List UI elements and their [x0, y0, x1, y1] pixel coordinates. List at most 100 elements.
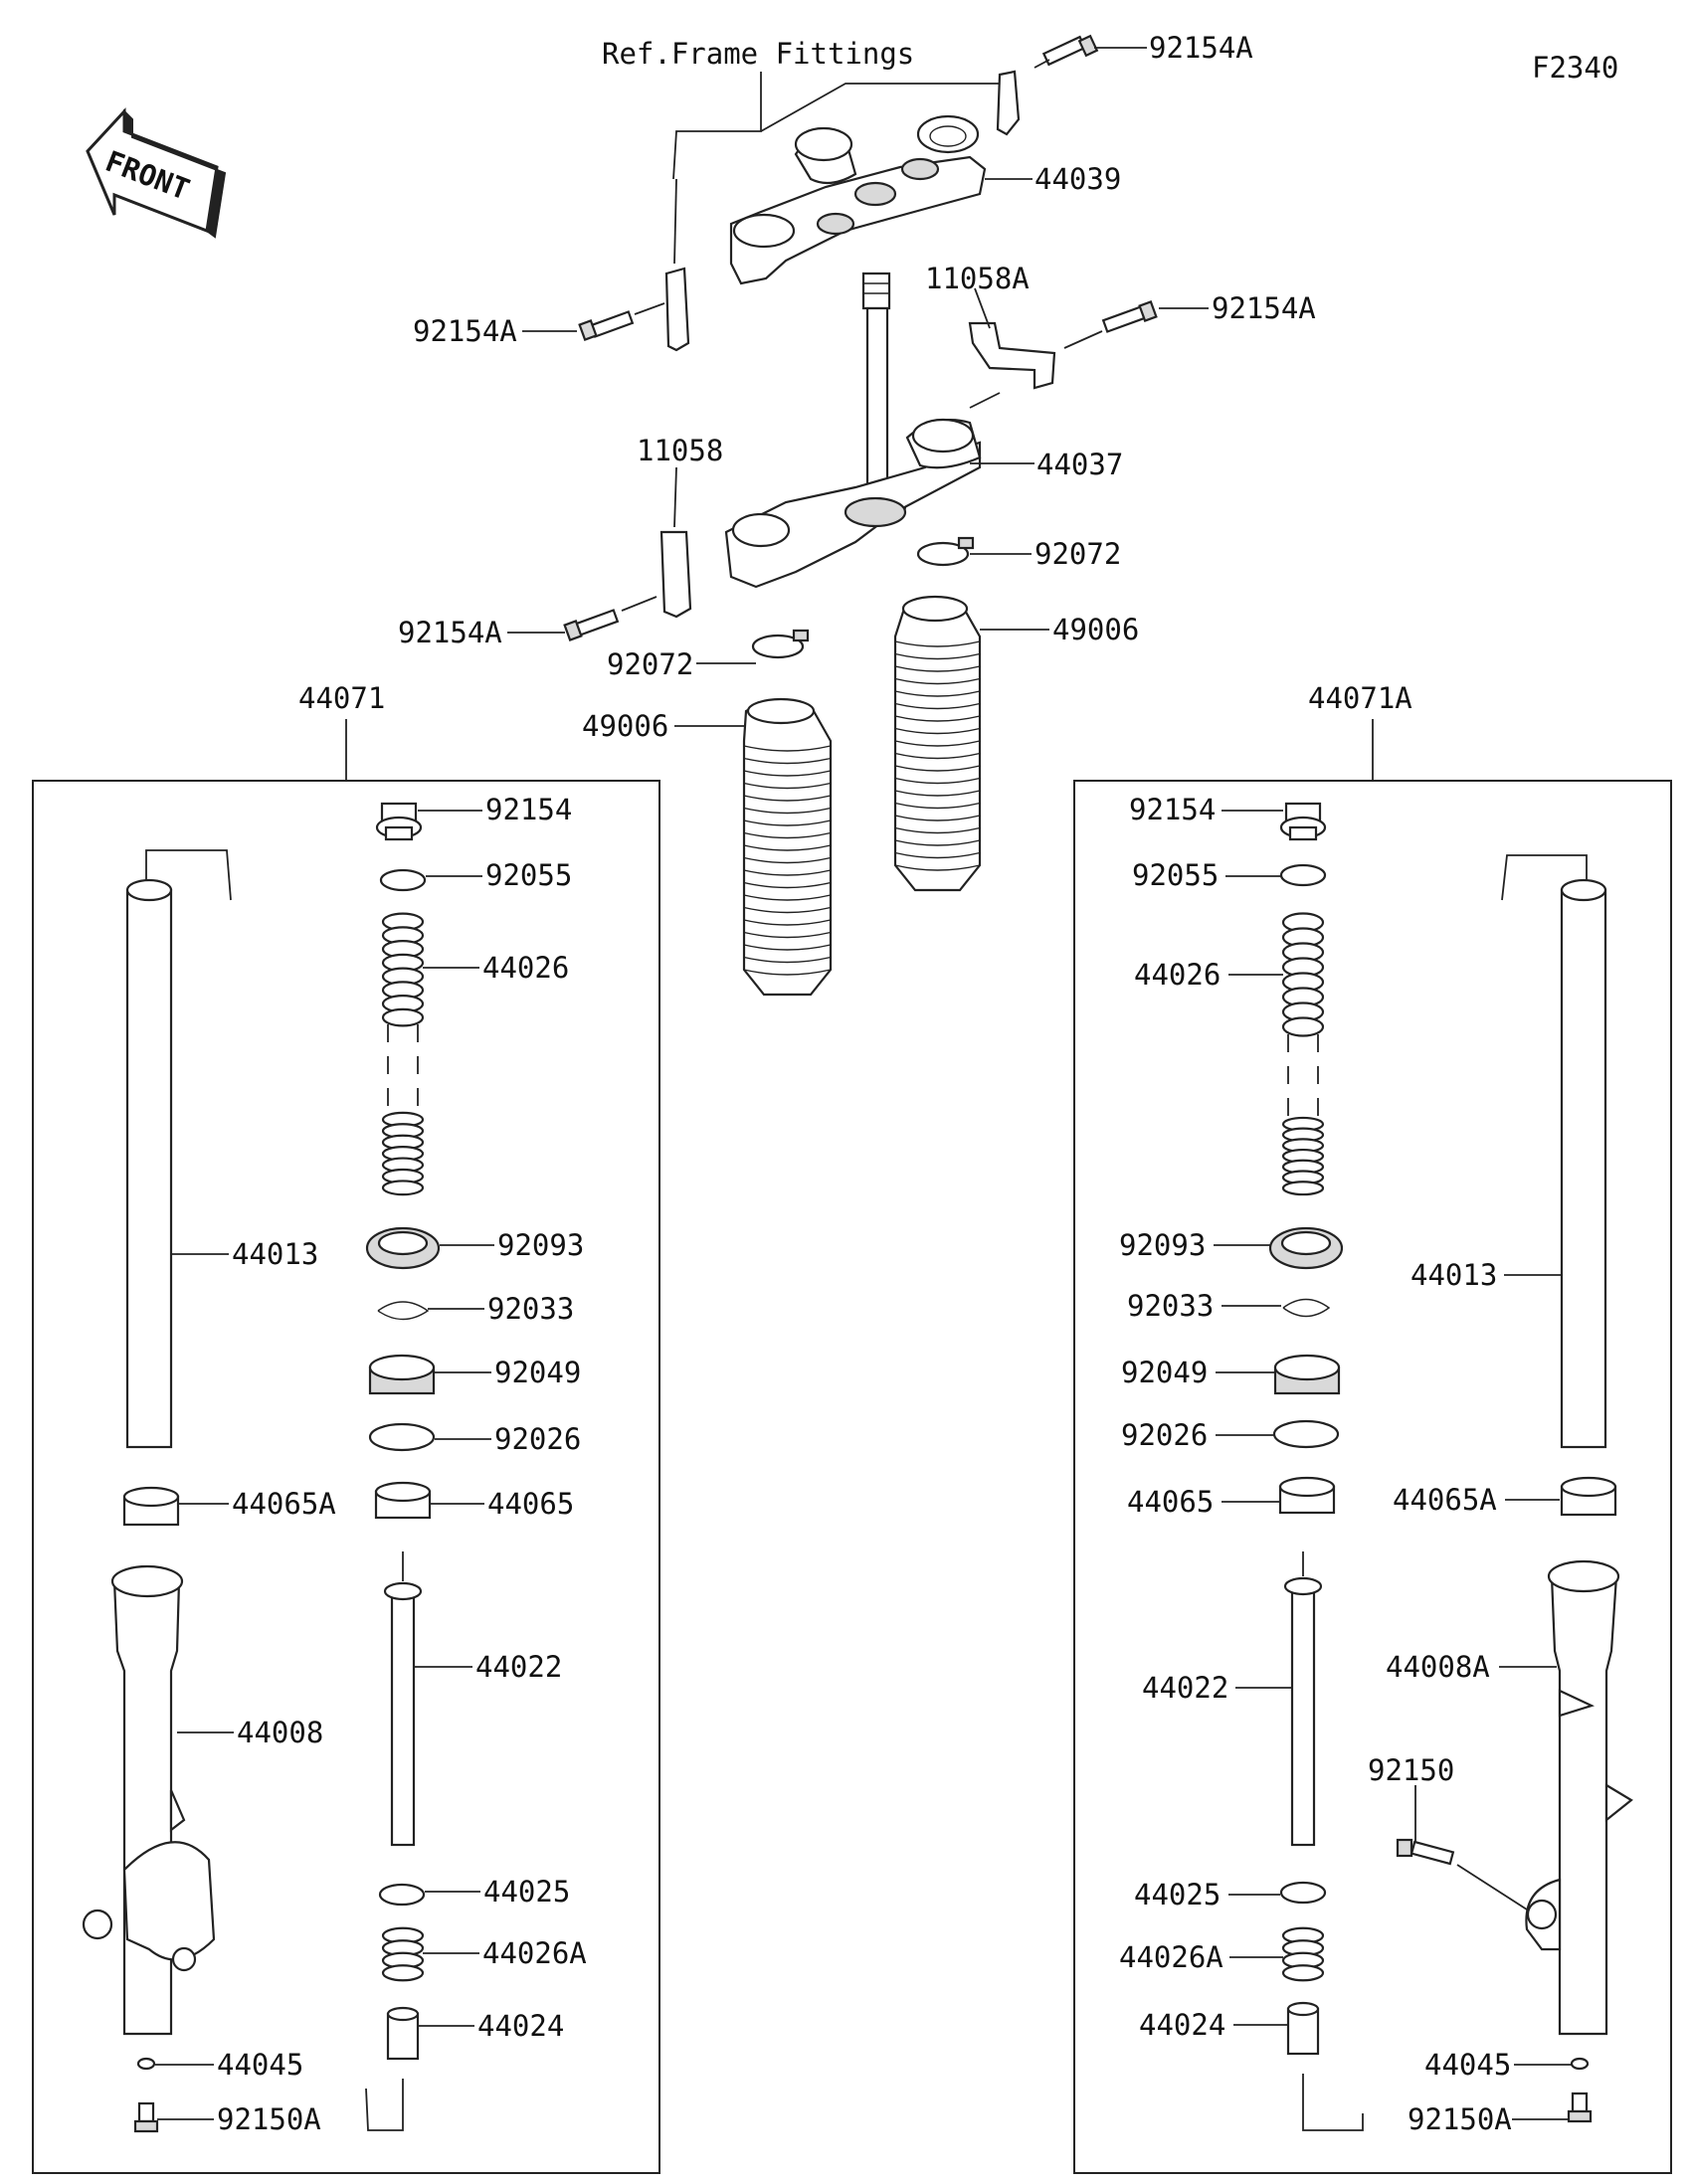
label-left-92049: 92049: [494, 1356, 581, 1389]
left-o-ring-44025: [378, 1883, 426, 1907]
right-fork-cap-bolt: [1279, 802, 1327, 841]
clamp-92072-right: [916, 536, 975, 567]
label-left-44022: 44022: [475, 1650, 562, 1684]
left-oil-seal-92049: [368, 1354, 436, 1395]
label-44039: 44039: [1034, 162, 1121, 196]
label-right-44008A: 44008A: [1386, 1650, 1490, 1684]
left-fork-spring: [381, 912, 425, 1196]
label-92154A-left: 92154A: [413, 314, 517, 348]
label-right-44026: 44026: [1134, 958, 1221, 992]
label-left-92093: 92093: [497, 1228, 584, 1262]
right-o-ring-44025: [1279, 1881, 1327, 1905]
right-bushing-44065: [1278, 1476, 1336, 1515]
label-left-44025: 44025: [483, 1875, 570, 1909]
lower-triple-clamp: [724, 418, 1034, 589]
label-right-44065A: 44065A: [1393, 1483, 1497, 1517]
bolt-92154A-right: [1063, 300, 1158, 349]
left-washer-92026: [368, 1422, 436, 1452]
group-label-44071A: 44071A: [1308, 681, 1412, 715]
bolt-92154A-top: [1033, 34, 1099, 69]
left-outer-tube-44008: [82, 1564, 216, 2036]
left-oil-seal-92093: [365, 1226, 441, 1270]
right-oil-seal-92093: [1268, 1226, 1344, 1270]
right-circlip-92033: [1282, 1298, 1331, 1318]
left-oil-lock-piece-44024: [365, 2006, 420, 2131]
label-49006-right: 49006: [1052, 613, 1139, 646]
label-right-92154: 92154: [1129, 793, 1216, 826]
label-left-44026: 44026: [482, 951, 569, 985]
label-right-92150: 92150: [1368, 1753, 1454, 1787]
right-rebound-spring-44026A: [1281, 1926, 1325, 1982]
left-fork-cap-bolt: [375, 802, 423, 841]
label-92154A-lower: 92154A: [398, 616, 502, 649]
left-inner-tube: [125, 849, 232, 1449]
right-washer-44045: [1570, 2057, 1590, 2071]
clamp-92072-left: [751, 629, 810, 659]
label-right-44013: 44013: [1410, 1258, 1497, 1292]
left-o-ring-92055: [379, 868, 427, 892]
label-right-44022: 44022: [1142, 1671, 1228, 1705]
label-left-44065A: 44065A: [232, 1487, 336, 1521]
label-left-44013: 44013: [232, 1237, 318, 1271]
label-right-92049: 92049: [1121, 1356, 1208, 1389]
bracket-11058: [659, 466, 692, 619]
bracket-11058A: [968, 287, 1056, 409]
right-fork-spring: [1281, 912, 1325, 1196]
label-left-44008: 44008: [237, 1716, 323, 1749]
label-right-44026A: 44026A: [1119, 1940, 1223, 1974]
label-92072-right: 92072: [1034, 537, 1121, 571]
label-right-92033: 92033: [1127, 1289, 1214, 1323]
label-right-44045: 44045: [1424, 2048, 1511, 2082]
ref-frame-fittings-callout: Ref.Frame Fittings: [602, 37, 1005, 265]
label-right-44024: 44024: [1139, 2008, 1225, 2042]
label-right-44065: 44065: [1127, 1485, 1214, 1519]
left-bolt-92150A: [133, 2101, 159, 2133]
label-right-92055: 92055: [1132, 858, 1219, 892]
right-inner-tube: [1501, 854, 1607, 1449]
label-left-92033: 92033: [487, 1292, 574, 1326]
label-92072-left: 92072: [607, 647, 693, 681]
diagram-code: F2340: [1532, 51, 1618, 85]
left-damper-rod-44022: [383, 1551, 423, 1847]
ref-frame-fittings-label: Ref.Frame Fittings: [602, 37, 914, 71]
label-left-44045: 44045: [217, 2048, 303, 2082]
left-rebound-spring-44026A: [381, 1926, 425, 1982]
upper-triple-clamp: [664, 70, 1033, 352]
left-bushing-44065: [374, 1481, 432, 1520]
bolt-92154A-left: [578, 302, 665, 341]
right-bolt-92150: [1396, 1785, 1528, 1911]
left-bushing-44065A: [122, 1486, 180, 1527]
right-washer-92026: [1272, 1419, 1340, 1449]
label-right-92026: 92026: [1121, 1418, 1208, 1452]
right-outer-tube-44008A: [1525, 1559, 1633, 2036]
left-washer-44045: [136, 2057, 156, 2071]
label-right-92093: 92093: [1119, 1228, 1206, 1262]
label-left-44026A: 44026A: [482, 1936, 587, 1970]
label-92154A-right: 92154A: [1212, 291, 1316, 325]
label-left-92026: 92026: [494, 1422, 581, 1456]
bolt-92154A-lower: [563, 596, 658, 641]
label-11058A: 11058A: [925, 262, 1030, 295]
label-left-92055: 92055: [485, 858, 572, 892]
label-11058: 11058: [637, 434, 723, 467]
label-44037: 44037: [1036, 448, 1123, 481]
label-right-92150A: 92150A: [1408, 2102, 1512, 2136]
right-bolt-92150A: [1567, 2092, 1593, 2123]
label-left-44065: 44065: [487, 1487, 574, 1521]
group-label-44071: 44071: [298, 681, 385, 715]
label-right-44025: 44025: [1134, 1878, 1221, 1911]
label-92154A-top: 92154A: [1149, 31, 1253, 65]
label-left-92154: 92154: [485, 793, 572, 826]
right-oil-seal-92049: [1273, 1354, 1341, 1395]
front-arrow-icon: FRONT: [86, 107, 227, 239]
left-circlip-92033: [377, 1301, 430, 1321]
right-damper-rod-44022: [1283, 1551, 1323, 1847]
label-left-92150A: 92150A: [217, 2102, 321, 2136]
label-left-44024: 44024: [477, 2009, 564, 2043]
fork-boot-right: [893, 595, 982, 892]
right-o-ring-92055: [1279, 863, 1327, 887]
fork-boot-left: [742, 697, 833, 997]
right-bushing-44065A: [1560, 1476, 1617, 1517]
right-oil-lock-piece-44024: [1286, 2001, 1364, 2131]
